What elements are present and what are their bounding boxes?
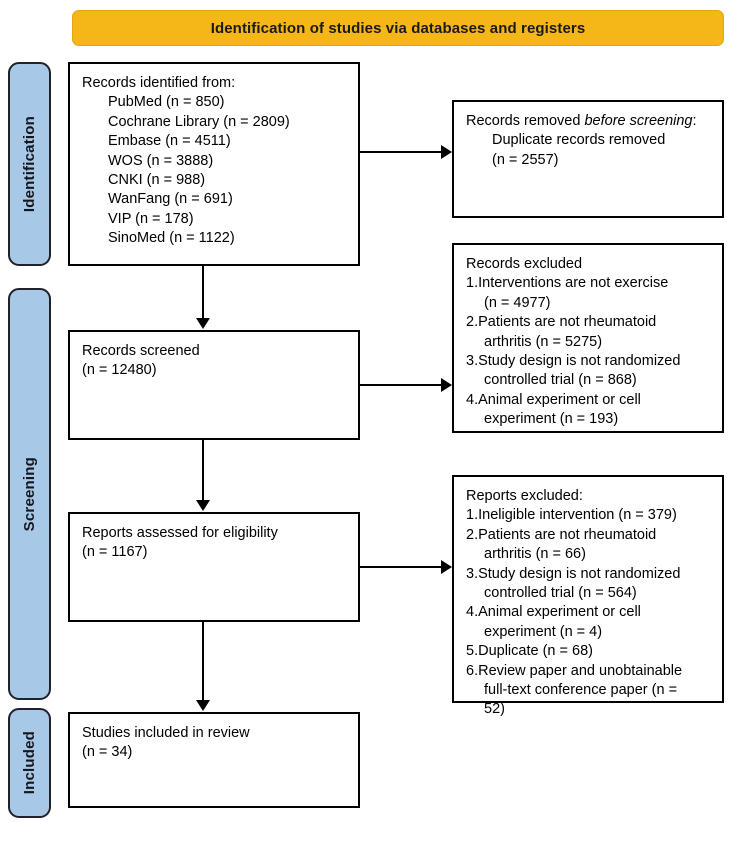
connector-identified-to-screened bbox=[202, 266, 204, 318]
list-item: PubMed (n = 850) bbox=[108, 94, 225, 111]
box-studies-included-line2: (n = 34) bbox=[82, 744, 133, 761]
list-item: Cochrane Library (n = 2809) bbox=[108, 113, 290, 130]
stage-bar-screening-label: Screening bbox=[21, 456, 38, 532]
box-records-excluded-title: Records excluded bbox=[466, 256, 583, 272]
list-item: Review paper and unobtainable full-text … bbox=[478, 662, 683, 718]
list-item: Duplicate (n = 68) bbox=[478, 643, 593, 660]
list-item: Patients are not rheumatoid arthritis (n… bbox=[478, 314, 657, 350]
arrowhead-identified-to-screened bbox=[196, 318, 210, 329]
connector-screened-to-excluded bbox=[360, 384, 441, 386]
list-item: WanFang (n = 691) bbox=[108, 191, 233, 208]
list-item: CNKI (n = 988) bbox=[108, 172, 206, 189]
box-records-identified-list: PubMed (n = 850) Cochrane Library (n = 2… bbox=[82, 93, 348, 248]
box-reports-excluded: Reports excluded: Ineligible interventio… bbox=[452, 475, 724, 717]
arrowhead-eligibility-to-included bbox=[196, 700, 210, 711]
box-reports-excluded-title: Reports excluded: bbox=[466, 488, 583, 504]
list-item: Interventions are not exercise (n = 4977… bbox=[478, 275, 669, 311]
stage-bar-identification: Identification bbox=[8, 62, 51, 266]
arrowhead-identified-to-removed bbox=[441, 145, 452, 159]
box-records-removed-list: Duplicate records removed (n = 2557) bbox=[466, 131, 712, 170]
list-item: (n = 2557) bbox=[492, 151, 559, 168]
list-item: Embase (n = 4511) bbox=[108, 133, 231, 150]
arrowhead-screened-to-eligibility bbox=[196, 500, 210, 511]
box-records-removed-title: Records removed before screening: bbox=[466, 112, 712, 131]
box-records-identified: Records identified from: PubMed (n = 850… bbox=[68, 62, 360, 266]
connector-screened-to-eligibility bbox=[202, 440, 204, 500]
list-item: Study design is not randomized controlle… bbox=[478, 565, 681, 602]
arrowhead-screened-to-excluded bbox=[441, 378, 452, 392]
list-item: SinoMed (n = 1122) bbox=[108, 230, 235, 247]
list-item: Duplicate records removed bbox=[492, 132, 666, 149]
connector-eligibility-to-excluded bbox=[360, 566, 441, 568]
box-reports-assessed-line1: Reports assessed for eligibility bbox=[82, 525, 278, 541]
arrowhead-eligibility-to-excluded bbox=[441, 560, 452, 574]
box-reports-assessed-eligibility: Reports assessed for eligibility (n = 11… bbox=[68, 512, 360, 622]
box-records-screened: Records screened (n = 12480) bbox=[68, 330, 360, 440]
connector-eligibility-to-included bbox=[202, 622, 204, 700]
list-item: Patients are not rheumatoid arthritis (n… bbox=[478, 526, 657, 563]
list-item: Ineligible intervention (n = 379) bbox=[478, 507, 677, 524]
box-reports-assessed-line2: (n = 1167) bbox=[82, 544, 148, 561]
box-records-excluded: Records excluded Interventions are not e… bbox=[452, 243, 724, 433]
box-records-identified-title: Records identified from: bbox=[82, 75, 236, 91]
list-item: Study design is not randomized controlle… bbox=[478, 353, 681, 389]
connector-identified-to-removed bbox=[360, 151, 441, 153]
diagram-banner-title: Identification of studies via databases … bbox=[72, 10, 724, 46]
removed-title-pre: Records removed bbox=[466, 113, 585, 129]
list-item: WOS (n = 3888) bbox=[108, 152, 214, 169]
box-records-removed: Records removed before screening: Duplic… bbox=[452, 100, 724, 218]
stage-bar-included: Included bbox=[8, 708, 51, 818]
list-item: Animal experiment or cell experiment (n … bbox=[478, 391, 641, 428]
box-records-excluded-list: Interventions are not exercise (n = 4977… bbox=[466, 274, 712, 429]
list-item: Animal experiment or cell experiment (n … bbox=[478, 604, 641, 640]
box-reports-excluded-list: Ineligible intervention (n = 379) Patien… bbox=[466, 506, 712, 719]
removed-title-emphasis: before screening bbox=[584, 113, 693, 129]
list-item: VIP (n = 178) bbox=[108, 210, 194, 227]
box-records-screened-line2: (n = 12480) bbox=[82, 362, 157, 379]
stage-bar-identification-label: Identification bbox=[21, 115, 38, 213]
stage-bar-included-label: Included bbox=[21, 731, 38, 795]
removed-title-post: : bbox=[692, 113, 697, 129]
box-studies-included: Studies included in review (n = 34) bbox=[68, 712, 360, 808]
box-records-screened-line1: Records screened bbox=[82, 343, 200, 359]
box-studies-included-line1: Studies included in review bbox=[82, 725, 250, 741]
stage-bar-screening: Screening bbox=[8, 288, 51, 700]
